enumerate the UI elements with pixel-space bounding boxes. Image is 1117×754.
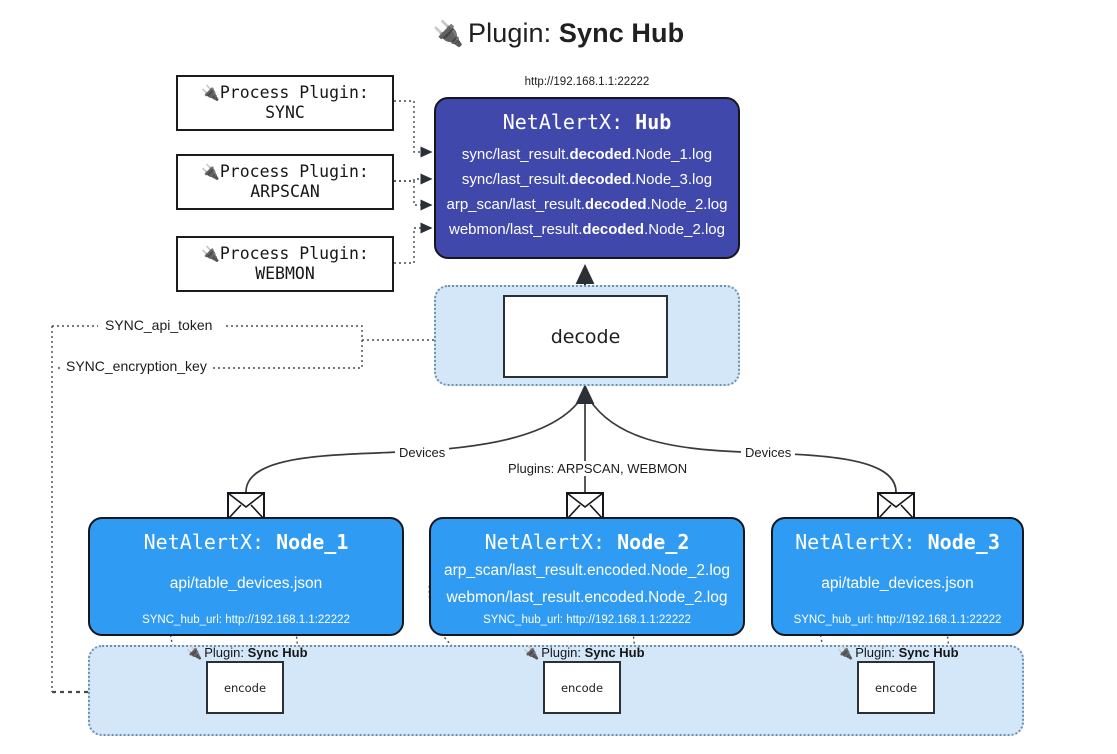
process-plugin-webmon[interactable]: 🔌Process Plugin: WEBMON — [176, 236, 394, 292]
plug-icon: 🔌 — [523, 645, 540, 660]
encode-caption-3: 🔌Plugin: Sync Hub — [837, 645, 959, 660]
edge-label-devices-left: Devices — [395, 445, 450, 460]
node-title-prefix: NetAlertX: — [484, 530, 606, 554]
hub-title-name: Hub — [635, 110, 672, 134]
hub-title: NetAlertX: Hub — [503, 110, 672, 134]
edge-label-plugins-center: Plugins: ARPSCAN, WEBMON — [504, 461, 692, 476]
node-title: NetAlertX: Node_1 — [144, 530, 349, 554]
encode-caption-2: 🔌Plugin: Sync Hub — [523, 645, 645, 660]
node-hub-url: SYNC_hub_url: http://192.168.1.1:22222 — [793, 614, 1002, 626]
process-plugin-name: WEBMON — [255, 264, 315, 284]
process-plugin-label: Process Plugin: — [219, 83, 369, 103]
hub-title-prefix: NetAlertX: — [502, 110, 624, 134]
node-title-prefix: NetAlertX: — [795, 530, 916, 554]
sync-encryption-key-label: SYNC_encryption_key — [63, 358, 210, 374]
envelope-icon — [566, 492, 604, 520]
hub-url-label: http://192.168.1.1:22222 — [524, 76, 650, 88]
node-line: api/table_devices.json — [821, 575, 974, 593]
process-plugin-arpscan[interactable]: 🔌Process Plugin: ARPSCAN — [176, 154, 394, 210]
page-title-prefix: Plugin: — [468, 18, 552, 48]
plug-icon: 🔌 — [837, 645, 854, 660]
node-title-name: Node_1 — [276, 530, 349, 554]
process-plugin-label: Process Plugin: — [219, 162, 369, 182]
process-plugin-name: ARPSCAN — [250, 182, 320, 202]
decode-box[interactable]: decode — [503, 295, 668, 378]
encode-box-3[interactable]: encode — [857, 661, 935, 714]
node-line: webmon/last_result.encoded.Node_2.log — [446, 589, 728, 606]
node-2[interactable]: NetAlertX: Node_2 arp_scan/last_result.e… — [429, 517, 745, 636]
node-hub-url: SYNC_hub_url: http://192.168.1.1:22222 — [483, 614, 691, 626]
edge-label-devices-right: Devices — [741, 445, 796, 460]
process-plugin-label: Process Plugin: — [219, 244, 369, 264]
node-title: NetAlertX: Node_3 — [795, 530, 1000, 554]
plug-icon: 🔌 — [432, 20, 465, 48]
page-title: 🔌Plugin: Sync Hub — [0, 18, 1117, 49]
node-3[interactable]: NetAlertX: Node_3 api/table_devices.json… — [771, 517, 1024, 636]
hub-node[interactable]: NetAlertX: Hub sync/last_result.decoded.… — [434, 97, 740, 259]
plug-icon: 🔌 — [201, 84, 220, 103]
hub-log-line: sync/last_result.decoded.Node_1.log — [461, 146, 713, 163]
node-title-name: Node_2 — [617, 530, 690, 554]
hub-log-line: arp_scan/last_result.decoded.Node_2.log — [446, 196, 728, 214]
plug-icon: 🔌 — [186, 645, 203, 660]
envelope-icon — [877, 492, 915, 520]
plug-icon: 🔌 — [201, 163, 220, 182]
hub-log-line: sync/last_result.decoded.Node_3.log — [461, 171, 713, 189]
plug-icon: 🔌 — [201, 245, 220, 264]
node-title-name: Node_3 — [927, 530, 1000, 554]
page-title-name: Sync Hub — [558, 18, 685, 48]
process-plugin-name: SYNC — [265, 103, 305, 123]
encode-box-1[interactable]: encode — [206, 661, 284, 714]
node-title: NetAlertX: Node_2 — [485, 530, 690, 554]
node-line: arp_scan/last_result.encoded.Node_2.log — [443, 561, 731, 579]
node-hub-url: SYNC_hub_url: http://192.168.1.1:22222 — [142, 614, 350, 626]
node-title-prefix: NetAlertX: — [143, 530, 265, 554]
envelope-icon — [227, 492, 265, 520]
hub-log-line: webmon/last_result.decoded.Node_2.log — [449, 221, 725, 239]
node-1[interactable]: NetAlertX: Node_1 api/table_devices.json… — [88, 517, 404, 636]
process-plugin-sync[interactable]: 🔌Process Plugin: SYNC — [176, 75, 394, 131]
encode-caption-1: 🔌Plugin: Sync Hub — [186, 645, 308, 660]
node-line: api/table_devices.json — [169, 575, 323, 593]
sync-api-token-label: SYNC_api_token — [102, 317, 216, 333]
encode-box-2[interactable]: encode — [543, 661, 621, 714]
